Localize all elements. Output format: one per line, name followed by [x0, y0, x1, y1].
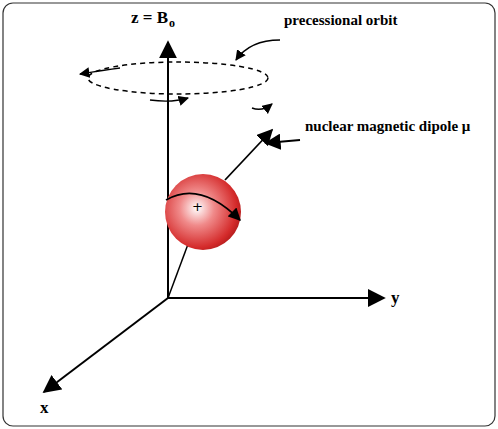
nucleus-sphere: [165, 174, 241, 250]
charge-mark: +: [192, 200, 203, 215]
orbit-arrow: [150, 98, 188, 101]
leader-line: [236, 40, 280, 60]
y-axis: [168, 297, 384, 299]
callout-label: nuclear magnetic dipole μ: [305, 118, 480, 135]
spin-arrow: [166, 193, 240, 220]
leader-line: [266, 140, 300, 143]
subscript: o: [169, 17, 175, 31]
axis-label: z = B: [131, 8, 168, 28]
orbit-arrow: [80, 68, 120, 74]
frame: [3, 3, 495, 426]
orbit-arrow: [252, 104, 272, 109]
dipole-arrow: [225, 130, 272, 180]
axis-label: y: [391, 288, 400, 308]
orbit-ellipse: [88, 62, 268, 94]
z-axis: [167, 42, 169, 298]
axis-label: x: [40, 398, 49, 418]
callout-label: precessional orbit: [284, 12, 404, 29]
x-axis: [44, 298, 168, 392]
